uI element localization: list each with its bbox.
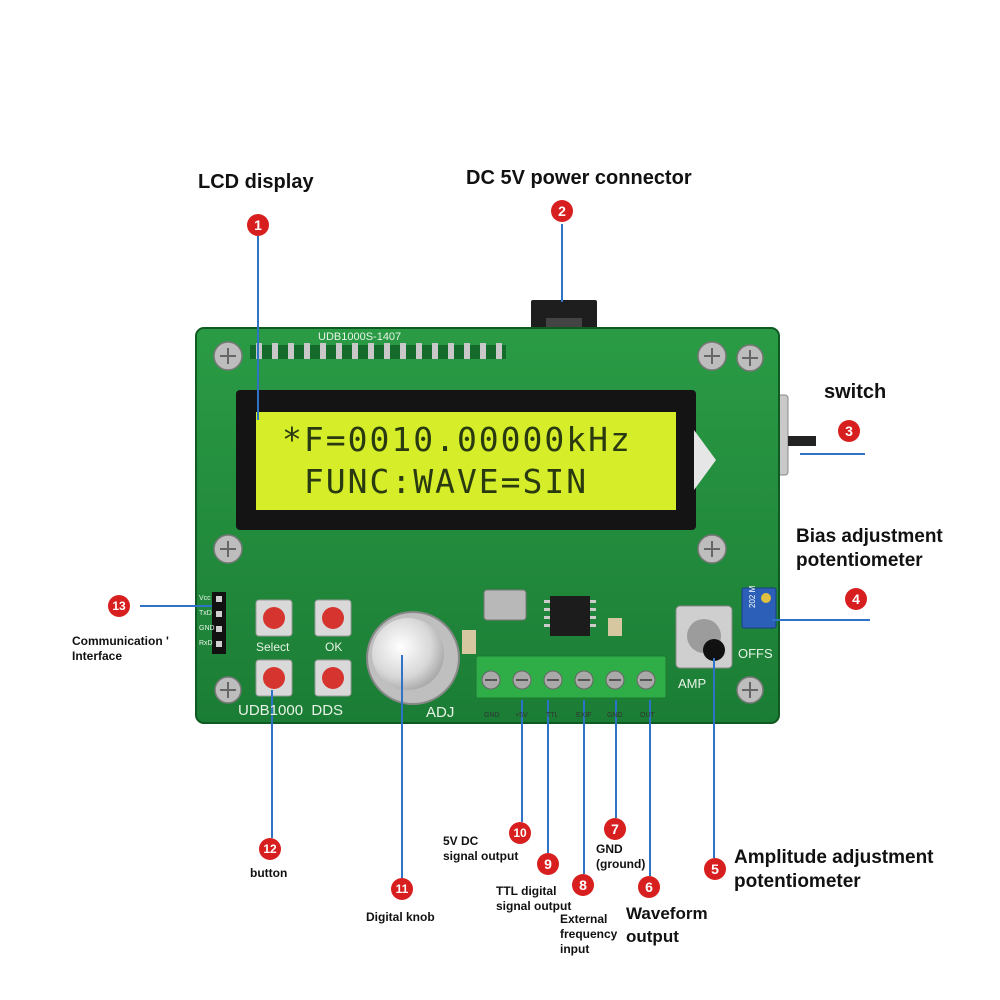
label-lcd-display: LCD display — [198, 171, 314, 193]
silk-comm-txd: TxD — [199, 610, 212, 617]
amplitude-potentiometer[interactable] — [675, 605, 733, 669]
silk-offs: OFFS — [738, 646, 773, 661]
badge-13: 13 — [108, 595, 130, 617]
badge-4: 4 — [845, 588, 867, 610]
terminal-label-5v: +5V — [515, 712, 528, 719]
badge-1: 1 — [247, 214, 269, 236]
terminal-block — [475, 655, 667, 699]
label-digital-knob: Digital knob — [366, 910, 435, 924]
callout-lines — [140, 224, 870, 878]
label-switch: switch — [824, 381, 887, 403]
label-dc-power: DC 5V power connector — [466, 167, 692, 189]
silk-comm-vcc: Vcc — [199, 595, 211, 602]
badge-7: 7 — [604, 818, 626, 840]
silk-model-bottom: UDB1000 DDS — [238, 702, 344, 719]
badge-3: 3 — [838, 420, 860, 442]
terminal-label-exif: EXIF — [576, 712, 592, 719]
bias-potentiometer[interactable] — [741, 587, 777, 629]
label-ext-freq: External frequency input — [560, 912, 618, 956]
digital-knob[interactable] — [366, 611, 460, 705]
badge-12: 12 — [259, 838, 281, 860]
badge-11: 11 — [391, 878, 413, 900]
badge-2: 2 — [551, 200, 573, 222]
terminal-label-ttl: TTL — [546, 712, 559, 719]
lcd-screen — [256, 412, 676, 510]
label-gnd: GND (ground) — [596, 842, 646, 871]
comm-interface-pins — [212, 592, 226, 654]
lcd-line-1: *F=0010.00000kHz — [282, 420, 632, 459]
lcd-line-2: FUNC:WAVE=SIN — [282, 462, 589, 501]
badge-5: 5 — [704, 858, 726, 880]
terminal-label-out: OUT — [640, 712, 655, 719]
label-waveform-output: Waveform output — [626, 904, 708, 946]
badge-9: 9 — [537, 853, 559, 875]
crystal-oscillator — [483, 589, 527, 621]
silk-ok: OK — [325, 640, 343, 654]
silk-select: Select — [256, 640, 290, 654]
terminal-label-gnd2: GND — [607, 712, 623, 719]
silk-amp: AMP — [678, 676, 707, 691]
label-amplitude-pot: Amplitude adjustment potentiometer — [734, 847, 934, 892]
terminal-label-gnd1: GND — [484, 712, 500, 719]
buttons-group — [255, 599, 352, 697]
silk-model-top: UDB1000S-1407 — [318, 331, 402, 343]
silk-pot-code: 202 M — [748, 585, 757, 608]
label-comm-interface: Communication ' Interface — [72, 634, 169, 663]
label-5v-dc: 5V DC signal output — [443, 834, 519, 863]
lcd-header-pins — [250, 343, 506, 359]
silk-comm-gnd: GND — [199, 625, 215, 632]
ic-chip — [550, 596, 590, 636]
label-bias-pot: Bias adjustment potentiometer — [796, 526, 943, 571]
label-button: button — [250, 866, 288, 880]
badge-8: 8 — [572, 874, 594, 896]
label-ttl: TTL digital signal output — [496, 884, 572, 913]
badge-6: 6 — [638, 876, 660, 898]
badge-10: 10 — [509, 822, 531, 844]
silk-comm-rxd: RxD — [199, 640, 213, 647]
silk-adj: ADJ — [426, 704, 455, 721]
